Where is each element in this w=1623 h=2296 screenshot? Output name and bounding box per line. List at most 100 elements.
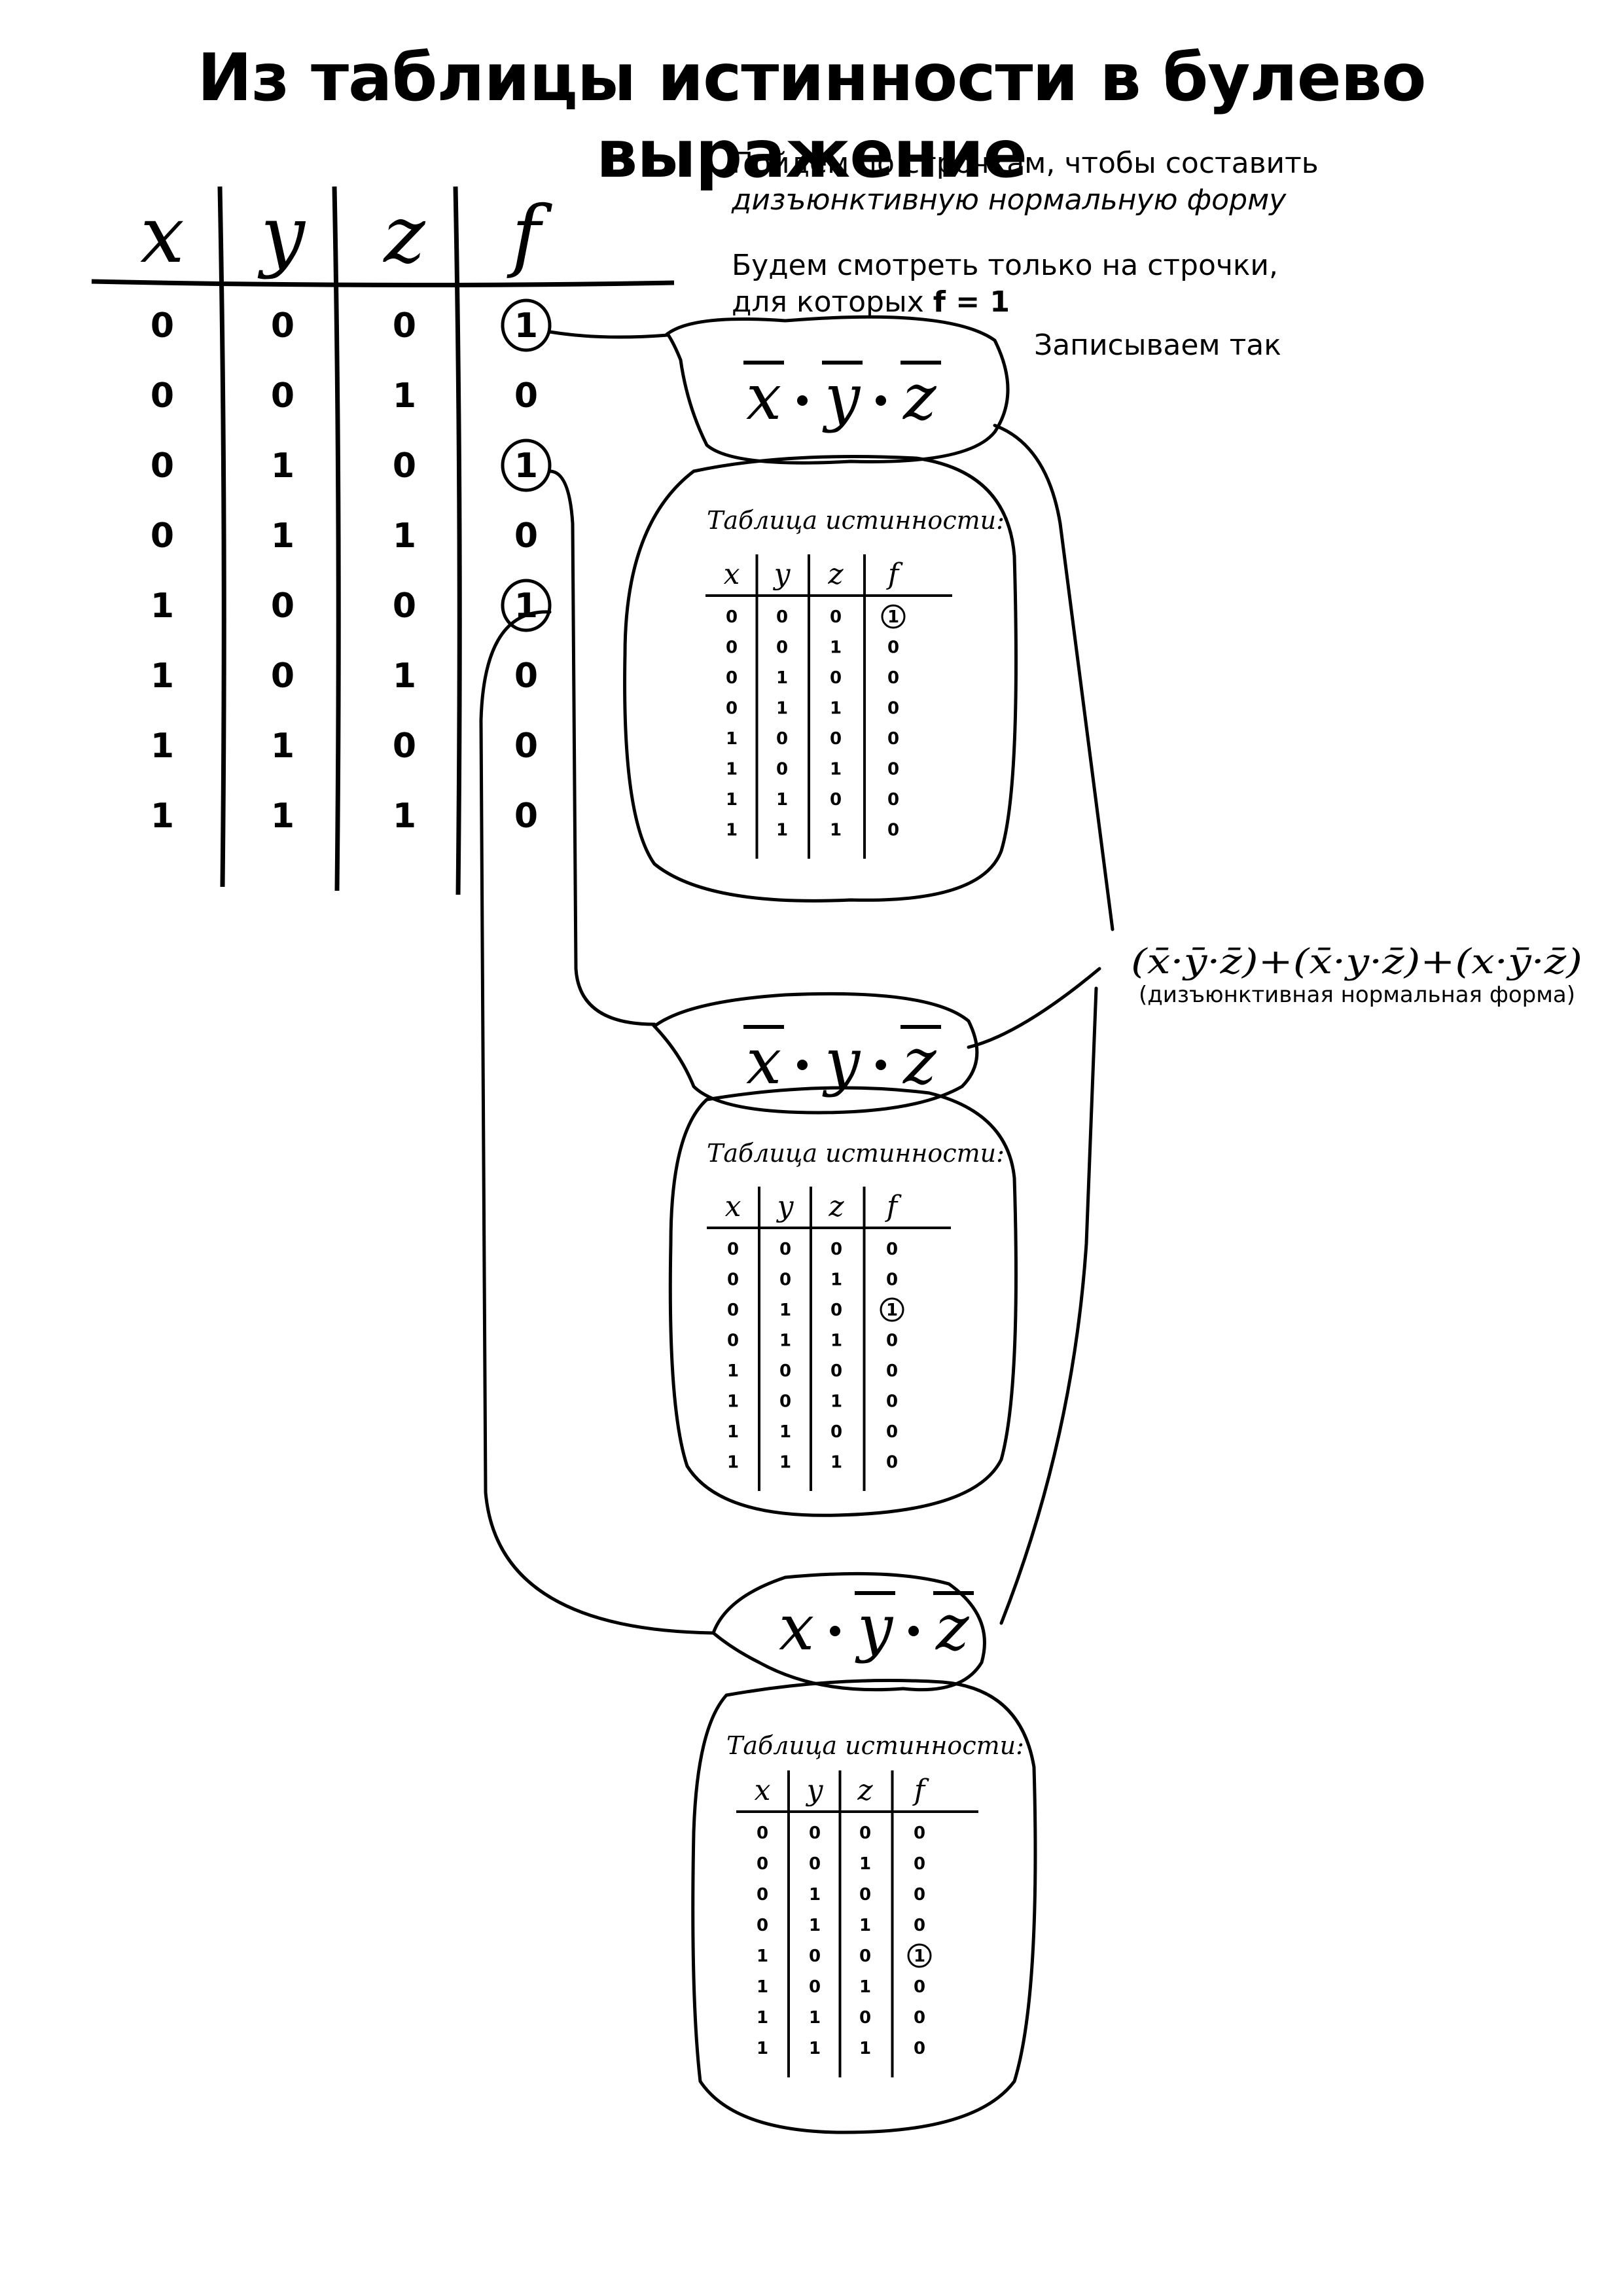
mini-cell: 1 <box>779 1422 791 1442</box>
header-x: x <box>140 190 185 281</box>
mini-cell: 1 <box>809 2039 821 2058</box>
cell-r7-z: 1 <box>393 797 416 836</box>
table-caption: Таблица истинности: <box>707 506 1005 535</box>
dnf-formula: (x̄·ȳ·z̄)+(x̄·y·z̄)+(x·ȳ·z̄) <box>1131 942 1582 982</box>
mini-cell: 0 <box>757 1823 768 1843</box>
connector-line-5 <box>967 967 1101 1049</box>
mini-cell: 0 <box>809 1854 821 1874</box>
connector-lines <box>479 330 1115 1635</box>
mini-cell: 0 <box>830 1300 842 1320</box>
mini-header-z: z <box>857 1774 873 1807</box>
mini-cell: 0 <box>779 1361 791 1381</box>
mini-cell: 0 <box>887 668 899 688</box>
mini-header-f: f <box>912 1774 929 1807</box>
mini-cell: 1 <box>830 760 842 780</box>
connector-line-3 <box>479 610 715 1635</box>
mini-cell: 0 <box>859 2008 871 2028</box>
connector-line-2 <box>548 469 656 1026</box>
note-line-4-bold: f = 1 <box>933 285 1010 319</box>
mini-cell: 0 <box>776 760 788 780</box>
cell-r3-x: 0 <box>151 516 174 556</box>
mini-cell: 0 <box>887 729 899 749</box>
header-y: y <box>257 190 306 281</box>
mini-cell: 0 <box>726 699 738 719</box>
circle-mark <box>501 579 552 632</box>
mini-cell: 0 <box>887 821 899 840</box>
mini-cell: 1 <box>914 1946 925 1966</box>
mini-cell: 0 <box>886 1361 898 1381</box>
and-dot <box>830 1626 840 1636</box>
mini-header-y: y <box>773 558 791 591</box>
cell-r2-x: 0 <box>151 446 174 486</box>
cell-r0-z: 0 <box>393 306 416 346</box>
mini-cell: 0 <box>809 1946 821 1966</box>
mini-cell: 0 <box>859 1885 871 1905</box>
term-bubble-outline <box>665 315 1010 465</box>
cell-r5-x: 1 <box>151 656 174 696</box>
mini-cell: 0 <box>886 1453 898 1473</box>
mini-cell: 0 <box>887 760 899 780</box>
mini-cell: 0 <box>727 1240 739 1259</box>
cell-r4-z: 0 <box>393 586 416 626</box>
mini-cell: 1 <box>830 638 842 658</box>
mini-cell: 0 <box>830 1240 842 1259</box>
table-bubble-outline <box>623 455 1018 903</box>
mini-cell: 0 <box>726 668 738 688</box>
mini-cell: 0 <box>776 607 788 627</box>
mini-cell: 0 <box>727 1270 739 1290</box>
mini-header-y: y <box>776 1190 794 1223</box>
mini-cell: 0 <box>776 729 788 749</box>
mini-cell: 1 <box>726 790 738 810</box>
column-divider <box>217 186 226 888</box>
instruction-note: Пойдем по строчкам, чтобы составить дизъ… <box>732 145 1319 219</box>
and-dot <box>797 395 808 406</box>
mini-cell: 0 <box>887 790 899 810</box>
mini-cell: 0 <box>886 1392 898 1412</box>
cell-r0-f: 1 <box>514 306 538 346</box>
cell-r3-y: 1 <box>271 516 294 556</box>
term-var-z: z <box>902 361 937 434</box>
mini-cell: 0 <box>859 1946 871 1966</box>
mini-header-x: x <box>755 1774 771 1807</box>
mini-header-x: x <box>724 558 740 591</box>
write-as-note: Записываем так <box>1034 329 1281 362</box>
connector-line-4 <box>993 423 1115 931</box>
connector-line-1 <box>548 330 669 339</box>
note-line-3: Будем смотреть только на строчки, <box>732 249 1279 282</box>
mini-cell: 0 <box>757 1916 768 1935</box>
connector-line-6 <box>999 986 1098 1625</box>
mini-cell: 1 <box>727 1361 739 1381</box>
cell-r3-f: 0 <box>514 516 538 556</box>
and-dot <box>908 1626 919 1636</box>
column-divider <box>453 186 462 895</box>
cell-r6-f: 0 <box>514 726 538 766</box>
mini-cell: 0 <box>859 1823 871 1843</box>
and-dot <box>797 1060 808 1070</box>
mini-cell: 0 <box>779 1392 791 1412</box>
dnf-expression: (x̄·ȳ·z̄)+(x̄·y·z̄)+(x·ȳ·z̄) <box>1131 942 1582 982</box>
mini-cell: 0 <box>830 729 842 749</box>
mini-cell: 0 <box>757 1885 768 1905</box>
mini-cell: 0 <box>727 1331 739 1351</box>
note-line-2: дизъюнктивную нормальную форму <box>732 182 1319 219</box>
mini-cell: 1 <box>887 607 899 627</box>
term-bubble-outline <box>711 1571 986 1692</box>
mini-cell: 1 <box>726 760 738 780</box>
cell-r1-y: 0 <box>271 376 294 416</box>
mini-cell: 0 <box>727 1300 739 1320</box>
dnf-caption: (дизъюнктивная нормальная форма) <box>1139 982 1576 1008</box>
term-var-y: y <box>822 361 861 434</box>
mini-cell: 1 <box>757 1946 768 1966</box>
mini-cell: 0 <box>830 668 842 688</box>
mini-header-z: z <box>828 1190 844 1223</box>
header-z: z <box>382 190 425 281</box>
mini-cell: 0 <box>914 1885 925 1905</box>
mini-cell: 0 <box>779 1270 791 1290</box>
table-caption: Таблица истинности: <box>726 1731 1024 1760</box>
mini-header-x: x <box>725 1190 741 1223</box>
mini-header-f: f <box>885 1190 902 1223</box>
mini-cell: 1 <box>830 1331 842 1351</box>
term-var-x: x <box>746 1025 781 1098</box>
mini-cell: 1 <box>776 699 788 719</box>
